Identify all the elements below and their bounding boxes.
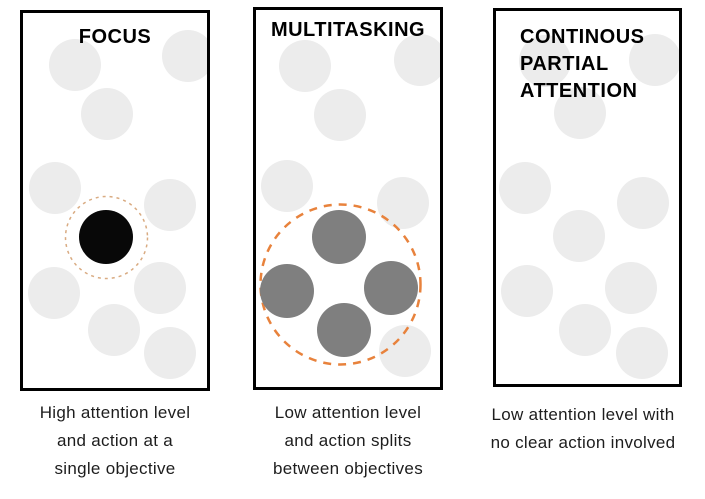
active-task-circle [312,210,366,264]
background-task-circle [629,34,679,86]
background-task-circle [279,40,331,92]
active-task-circle [317,303,371,357]
focused-task-circle [79,210,133,264]
caption-focus: High attention level and action at a sin… [39,403,191,478]
caption-multitasking: Low attention level and action splits be… [273,403,423,478]
background-task-circle [617,177,669,229]
background-task-circle [394,34,440,86]
background-task-circle [261,160,313,212]
background-task-circle [605,262,657,314]
circle-layer-focus [23,13,207,388]
background-task-circle [88,304,140,356]
background-task-circle [314,89,366,141]
panel-title-continuous-partial-attention: CONTINOUS PARTIAL ATTENTION [520,26,645,102]
background-task-circle [144,327,196,379]
circle-layer-multitasking [256,10,440,387]
active-task-circle [364,261,418,315]
background-task-circle [554,87,606,139]
panel-focus: FOCUS [20,10,210,391]
background-task-circle [616,327,668,379]
background-task-circle [519,35,571,87]
attention-ring [64,195,148,279]
background-task-circle [81,88,133,140]
caption-continuous-partial-attention: Low attention level with no clear action… [490,405,676,452]
attention-ring [258,202,422,366]
circle-layer-continuous-partial-attention [496,11,679,384]
panel-continuous-partial-attention: CONTINOUS PARTIAL ATTENTION [493,8,682,387]
panel-title-focus: FOCUS [78,26,152,48]
attention-ring-stroke [64,195,148,279]
background-task-circle [379,325,431,377]
panel-multitasking: MULTITASKING [253,7,443,390]
background-task-circle [144,179,196,231]
attention-ring-stroke [258,202,422,366]
background-task-circle [29,162,81,214]
background-task-circle [499,162,551,214]
background-task-circle [28,267,80,319]
background-task-circle [377,177,429,229]
background-task-circle [162,30,207,82]
background-task-circle [501,265,553,317]
background-task-circle [134,262,186,314]
background-task-circle [49,39,101,91]
panel-title-multitasking: MULTITASKING [270,19,426,41]
active-task-circle [260,264,314,318]
background-task-circle [553,210,605,262]
background-task-circle [559,304,611,356]
